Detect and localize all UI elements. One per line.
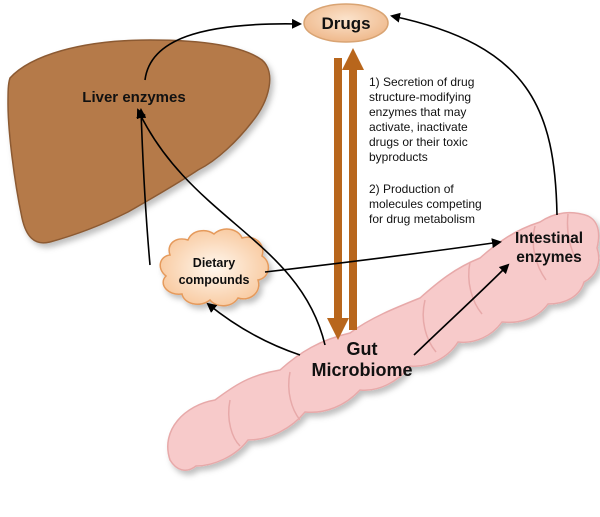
- up-arrow-head: [342, 48, 364, 70]
- point2-line: molecules competing: [369, 197, 482, 211]
- arrow-gut-to-intestinal: [413, 263, 510, 356]
- liver-enzymes-label: Liver enzymes: [82, 89, 185, 106]
- annotation-point1: 1) Secretion of drug structure-modifying…: [369, 75, 474, 164]
- point2-line: 2) Production of: [369, 182, 454, 196]
- main-arrows: [327, 48, 364, 340]
- arrow-gut-to-liver: [136, 108, 326, 346]
- point2-line: for drug metabolism: [369, 212, 475, 226]
- drugs-node: Drugs: [303, 3, 389, 43]
- arrow-liver-to-drugs: [144, 18, 302, 81]
- intestinal-label-line2: enzymes: [516, 249, 581, 266]
- thin-arrows: [136, 12, 558, 356]
- gut-label-line2: Microbiome: [311, 360, 412, 380]
- point1-line: structure-modifying: [369, 90, 471, 104]
- dietary-label-line2: compounds: [179, 273, 250, 287]
- liver-shape: [7, 39, 271, 244]
- arrow-dietary-to-liver: [136, 108, 151, 266]
- arrow-gut-to-dietary: [206, 302, 301, 356]
- arrow-intestinal-to-drugs: [390, 12, 558, 216]
- intestinal-label-line1: Intestinal: [515, 230, 583, 247]
- arrow-dietary-to-intestinal: [264, 238, 502, 273]
- point1-line: activate, inactivate: [369, 120, 468, 134]
- dietary-compounds-node: Dietary compounds: [159, 228, 270, 307]
- drugs-label: Drugs: [321, 14, 370, 33]
- down-arrow-shaft: [334, 58, 342, 320]
- intestine-shape: [167, 211, 600, 471]
- point1-line: byproducts: [369, 150, 428, 164]
- point1-line: drugs or their toxic: [369, 135, 468, 149]
- dietary-label-line1: Dietary: [193, 256, 235, 270]
- point1-line: enzymes that may: [369, 105, 466, 119]
- gut-label-line1: Gut: [347, 339, 378, 359]
- down-arrow-head: [327, 318, 349, 340]
- annotation-point2: 2) Production of molecules competing for…: [369, 182, 482, 226]
- up-arrow-shaft: [349, 68, 357, 330]
- point1-line: 1) Secretion of drug: [369, 75, 474, 89]
